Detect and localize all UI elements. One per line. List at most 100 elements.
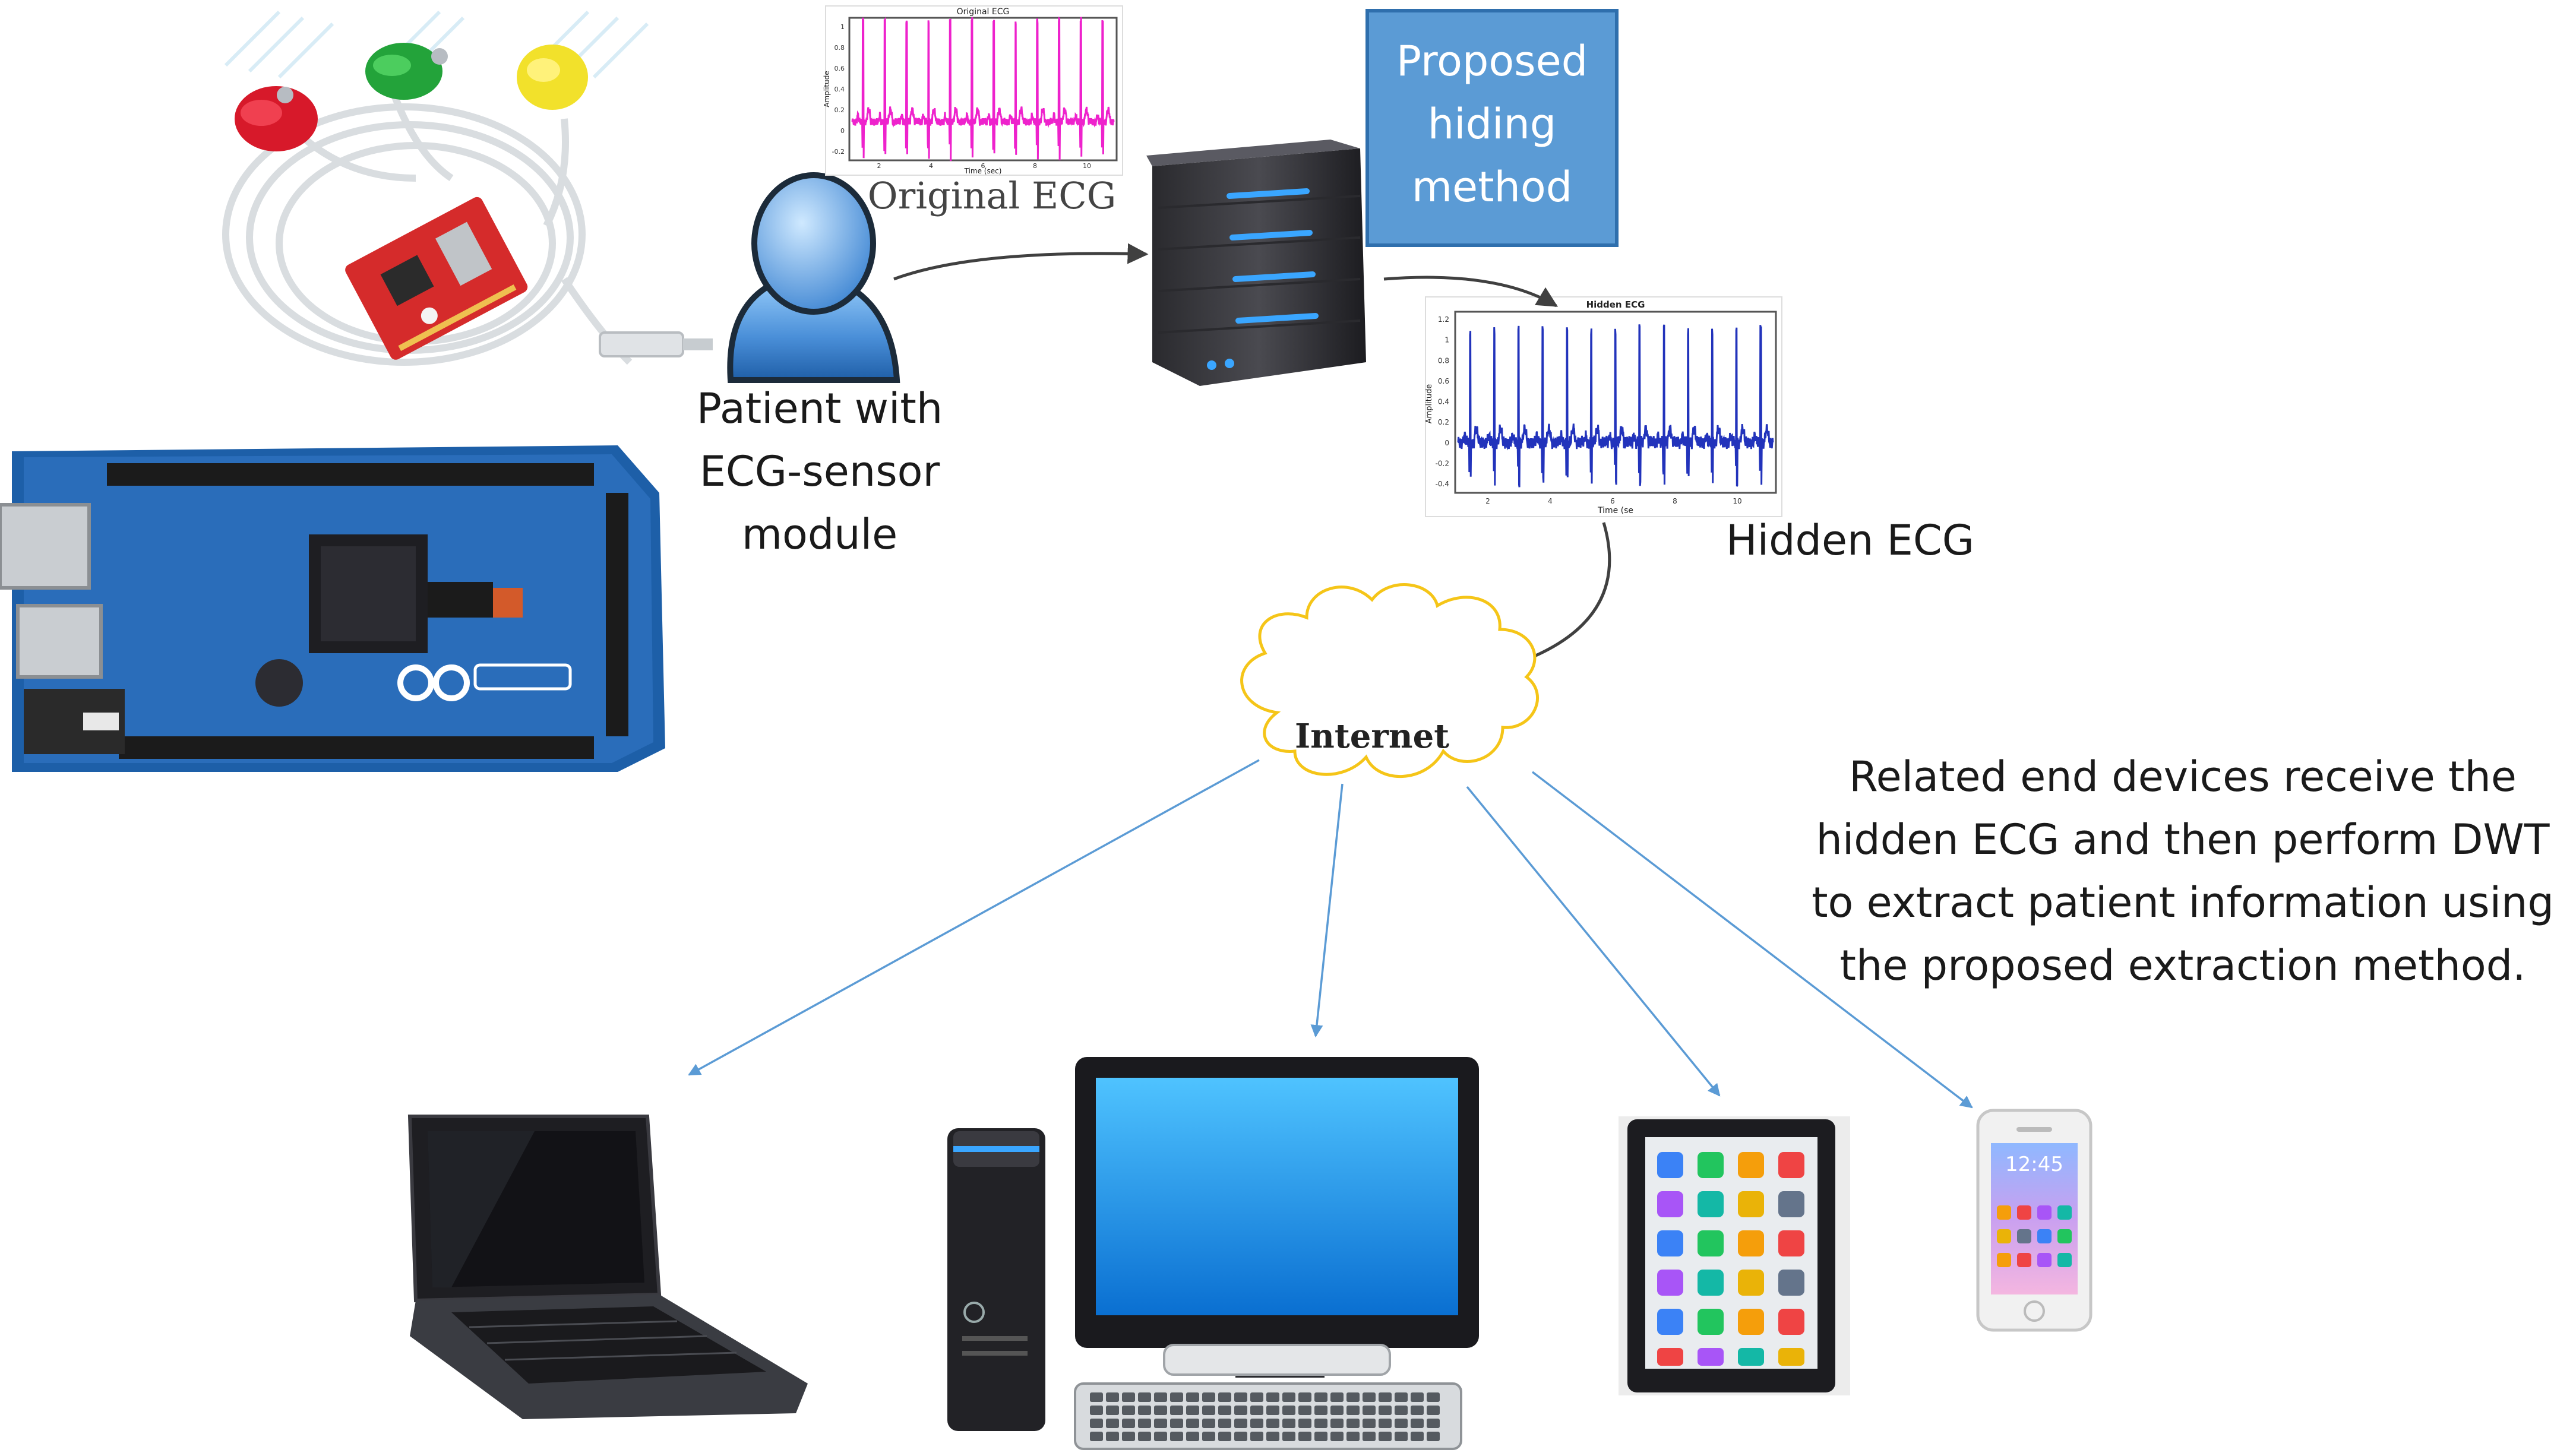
- keyboard-key: [1282, 1392, 1295, 1402]
- x-tick-label: 2: [1485, 497, 1490, 505]
- x-tick-label: 4: [929, 162, 933, 170]
- keyboard-key: [1298, 1419, 1311, 1428]
- tablet-icon: [1619, 1116, 1850, 1395]
- tablet-app-tile: [1657, 1309, 1683, 1335]
- arrow-internet-to-phone: [1531, 771, 1973, 1109]
- keyboard-key: [1106, 1419, 1119, 1428]
- keyboard-key: [1186, 1432, 1199, 1441]
- phone-app-tile: [2057, 1229, 2072, 1243]
- x-tick-label: 10: [1733, 497, 1741, 505]
- y-tick-label: 0.2: [1438, 418, 1449, 426]
- tablet-dock-tile: [1778, 1348, 1804, 1366]
- x-tick-label: 6: [981, 162, 985, 170]
- ecg-sensor-kit-image: [214, 0, 713, 392]
- y-tick-label: 0.8: [1438, 356, 1449, 365]
- tablet-app-tile: [1698, 1270, 1724, 1296]
- y-tick-label: 0.8: [835, 44, 845, 52]
- original-ecg-caption: Original ECG: [867, 174, 1117, 217]
- tablet-app-tile: [1698, 1191, 1724, 1217]
- keyboard-key: [1218, 1392, 1231, 1402]
- keyboard-key: [1090, 1432, 1103, 1441]
- original-ecg-trace: [851, 16, 1115, 162]
- y-tick-label: -0.4: [1436, 480, 1449, 488]
- phone-app-tile: [2037, 1229, 2052, 1243]
- arrow-patient-to-server: [893, 243, 1149, 281]
- keyboard-key: [1154, 1406, 1167, 1415]
- keyboard-key: [1186, 1406, 1199, 1415]
- arrow-hidden-to-internet: [1509, 522, 1611, 669]
- patient-label-line-2: ECG-sensor: [699, 447, 940, 496]
- hiding-method-box: [1365, 9, 1619, 247]
- x-tick-label: 2: [877, 162, 881, 170]
- tablet-app-tile: [1738, 1230, 1764, 1256]
- keyboard-key: [1090, 1419, 1103, 1428]
- keyboard-key: [1395, 1432, 1408, 1441]
- phone-app-tile: [2037, 1205, 2052, 1220]
- tablet-app-tile: [1698, 1309, 1724, 1335]
- description-line-1: Related end devices receive the: [1849, 752, 2517, 801]
- y-tick-label: 0.4: [1438, 398, 1449, 406]
- patient-icon: [727, 172, 900, 383]
- patient-label: Patient with ECG-sensor module: [677, 377, 962, 566]
- keyboard-key: [1346, 1432, 1360, 1441]
- patient-label-line-3: module: [741, 510, 898, 559]
- keyboard-key: [1411, 1432, 1424, 1441]
- phone-app-tile: [2017, 1229, 2031, 1243]
- keyboard-key: [1282, 1406, 1295, 1415]
- original-plot-xlabel: Time (sec): [964, 167, 1002, 175]
- keyboard-key: [1282, 1432, 1295, 1441]
- keyboard-key: [1266, 1432, 1279, 1441]
- phone-app-tile: [2057, 1253, 2072, 1267]
- keyboard-key: [1234, 1432, 1247, 1441]
- keyboard-key: [1202, 1419, 1215, 1428]
- tablet-app-tile: [1738, 1191, 1764, 1217]
- tablet-dock-tile: [1698, 1348, 1724, 1366]
- keyboard-key: [1090, 1392, 1103, 1402]
- keyboard-key: [1218, 1406, 1231, 1415]
- keyboard-key: [1106, 1432, 1119, 1441]
- keyboard-key: [1363, 1406, 1376, 1415]
- keyboard-key: [1138, 1392, 1151, 1402]
- hidden-plot-title: Hidden ECG: [1586, 299, 1645, 310]
- x-tick-label: 6: [1610, 497, 1615, 505]
- keyboard-key: [1170, 1392, 1183, 1402]
- original-plot-title: Original ECG: [957, 7, 1010, 17]
- phone-app-tile: [2037, 1253, 2052, 1267]
- keyboard-key: [1395, 1392, 1408, 1402]
- y-tick-label: 0: [840, 127, 845, 135]
- keyboard-key: [1250, 1432, 1263, 1441]
- y-tick-label: 0: [1444, 439, 1449, 447]
- tablet-app-tile: [1778, 1230, 1804, 1256]
- keyboard-key: [1282, 1419, 1295, 1428]
- internet-label: Internet: [1294, 717, 1450, 756]
- keyboard-key: [1170, 1419, 1183, 1428]
- keyboard-key: [1330, 1432, 1344, 1441]
- y-tick-label: 1: [1444, 336, 1449, 344]
- keyboard-key: [1298, 1432, 1311, 1441]
- keyboard-key: [1218, 1432, 1231, 1441]
- keyboard-key: [1266, 1392, 1279, 1402]
- keyboard-key: [1363, 1432, 1376, 1441]
- keyboard-key: [1154, 1432, 1167, 1441]
- description-line-3: to extract patient information using: [1812, 878, 2554, 927]
- phone-app-tile: [1997, 1229, 2011, 1243]
- keyboard-key: [1346, 1419, 1360, 1428]
- keyboard-key: [1202, 1392, 1215, 1402]
- keyboard-key: [1122, 1392, 1135, 1402]
- keyboard-key: [1363, 1392, 1376, 1402]
- x-tick-label: 8: [1673, 497, 1677, 505]
- keyboard-key: [1154, 1392, 1167, 1402]
- keyboard-key: [1234, 1419, 1247, 1428]
- hidden-plot-ylabel: Amplitude: [1425, 384, 1434, 424]
- keyboard-key: [1427, 1406, 1440, 1415]
- keyboard-key: [1379, 1392, 1392, 1402]
- description-line-2: hidden ECG and then perform DWT: [1816, 815, 2550, 864]
- internet-cloud: [1240, 583, 1539, 778]
- hiding-label-line-1: Proposed: [1396, 37, 1588, 86]
- phone-app-tile: [2017, 1253, 2031, 1267]
- keyboard-key: [1330, 1392, 1344, 1402]
- keyboard-key: [1250, 1392, 1263, 1402]
- keyboard-key: [1346, 1392, 1360, 1402]
- phone-app-tile: [2017, 1205, 2031, 1220]
